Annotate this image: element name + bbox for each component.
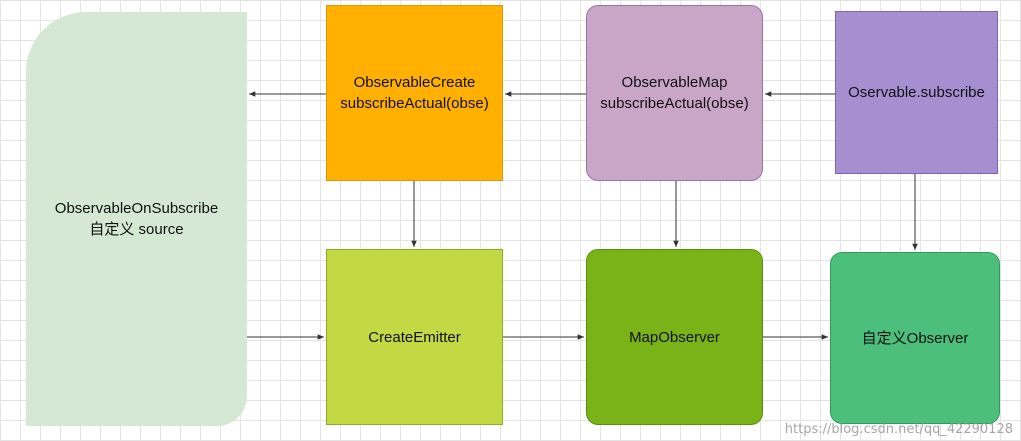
map-observer-node: MapObserver [586,249,763,425]
watermark: https://blog.csdn.net/qq_42290128 [784,422,1013,437]
observable-on-subscribe-node: ObservableOnSubscribe 自定义 source [26,12,247,426]
create-node-title: ObservableCreate [353,74,476,91]
source-node-title: ObservableOnSubscribe [54,200,219,217]
mapobserver-node-title: MapObserver [629,328,720,346]
emitter-node-title: CreateEmitter [368,328,461,346]
custom-observer-node: 自定义Observer [830,252,1000,424]
create-node-subtitle: subscribeActual(obse) [340,95,489,112]
observable-subscribe-node: Oservable.subscribe [835,11,998,174]
subscribe-node-title: Oservable.subscribe [848,84,985,101]
create-emitter-node: CreateEmitter [326,249,503,425]
source-node-subtitle: 自定义 source [89,221,184,238]
observable-create-node: ObservableCreate subscribeActual(obse) [326,5,503,181]
observer-node-title: 自定义Observer [861,329,969,347]
map-node-title: ObservableMap [621,74,728,91]
observable-map-node: ObservableMap subscribeActual(obse) [586,5,763,181]
map-node-subtitle: subscribeActual(obse) [600,95,749,112]
